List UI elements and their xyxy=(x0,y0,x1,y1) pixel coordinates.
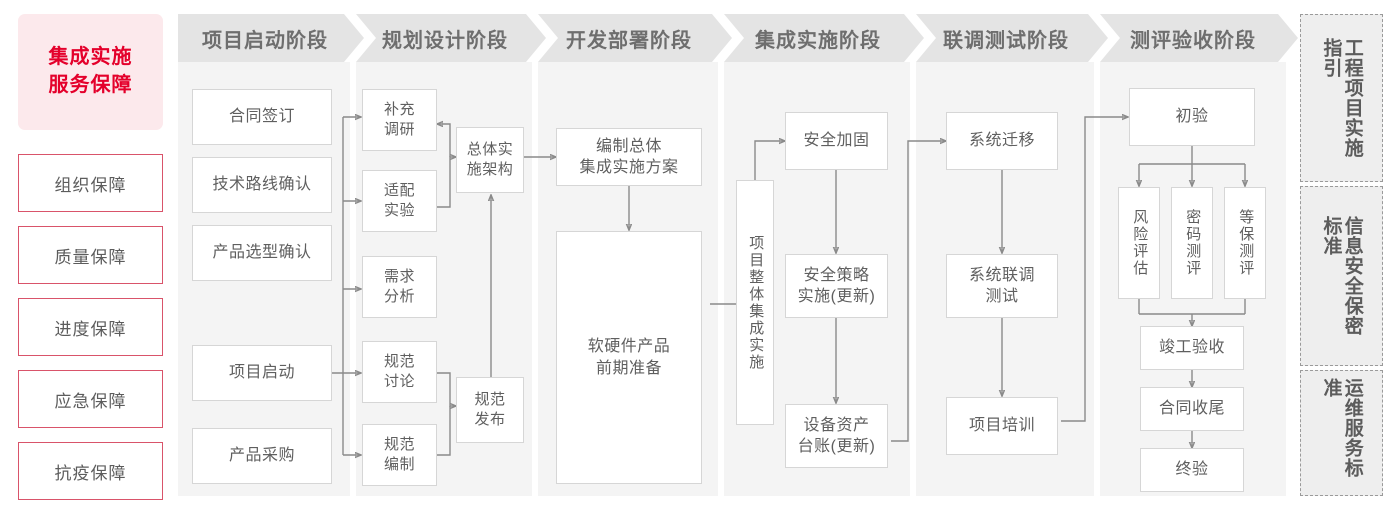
guarantee-item-label: 组织保障 xyxy=(54,175,127,195)
standard-label: 信息安全保密标准 xyxy=(1320,216,1363,336)
guarantee-item-organization[interactable]: 组织保障 xyxy=(18,154,163,212)
node-hardware-software-preparation[interactable]: 软硬件产品 前期准备 xyxy=(556,231,702,484)
node-label: 合同签订 xyxy=(228,108,295,126)
node-label: 技术路线确认 xyxy=(212,176,312,194)
stage-header-label: 联调测试阶段 xyxy=(943,29,1069,52)
node-label: 密码测评 xyxy=(1184,209,1202,277)
stage-header-joint-test: 联调测试阶段 xyxy=(916,14,1108,62)
node-draft-overall-integration-plan[interactable]: 编制总体 集成实施方案 xyxy=(556,128,702,186)
guarantee-item-label: 进度保障 xyxy=(54,319,127,339)
node-spec-drafting[interactable]: 规范 编制 xyxy=(362,424,437,486)
node-overall-implementation-architecture[interactable]: 总体实 施架构 xyxy=(456,127,524,193)
node-final-acceptance[interactable]: 终验 xyxy=(1140,448,1244,492)
node-preliminary-acceptance[interactable]: 初验 xyxy=(1129,88,1255,146)
guarantee-item-epidemic[interactable]: 抗疫保障 xyxy=(18,442,163,500)
node-label: 等保测评 xyxy=(1237,209,1255,277)
node-label: 适配 实验 xyxy=(383,182,415,219)
stage-header-development: 开发部署阶段 xyxy=(538,14,732,62)
node-completion-acceptance[interactable]: 竣工验收 xyxy=(1140,326,1244,370)
node-label: 规范 编制 xyxy=(383,436,415,473)
node-label: 产品选型确认 xyxy=(212,244,312,262)
node-requirement-analysis[interactable]: 需求 分析 xyxy=(362,256,437,318)
standard-information-security-confidentiality[interactable]: 信息安全保密标准 xyxy=(1300,186,1383,366)
node-label: 安全加固 xyxy=(803,132,870,150)
guarantee-item-label: 应急保障 xyxy=(54,391,127,411)
standard-label: 运维服务标准 xyxy=(1320,378,1363,478)
node-label: 项目整体集成实施 xyxy=(747,234,765,371)
node-label: 需求 分析 xyxy=(383,268,415,305)
node-label: 总体实 施架构 xyxy=(466,141,514,178)
node-product-selection-confirm[interactable]: 产品选型确认 xyxy=(192,225,332,281)
guarantee-hero-line-2: 服务保障 xyxy=(48,74,133,96)
stage-header-acceptance: 测评验收阶段 xyxy=(1100,14,1298,62)
node-spec-release[interactable]: 规范 发布 xyxy=(456,377,524,443)
node-label: 项目培训 xyxy=(968,417,1035,435)
node-equipment-asset-ledger[interactable]: 设备资产 台账(更新) xyxy=(785,404,888,468)
node-label: 风险评估 xyxy=(1131,209,1149,277)
guarantee-hero: 集成实施 服务保障 xyxy=(18,14,163,130)
node-label: 产品采购 xyxy=(228,447,295,465)
guarantee-item-quality[interactable]: 质量保障 xyxy=(18,226,163,284)
node-system-joint-debug-test[interactable]: 系统联调 测试 xyxy=(946,254,1058,318)
node-project-kickoff[interactable]: 项目启动 xyxy=(192,345,332,401)
stage-header-label: 集成实施阶段 xyxy=(755,29,881,52)
node-adaptation-experiment[interactable]: 适配 实验 xyxy=(362,170,437,232)
node-overall-project-integration[interactable]: 项目整体集成实施 xyxy=(736,180,774,425)
guarantee-hero-line-1: 集成实施 xyxy=(48,46,133,69)
stage-header-planning: 规划设计阶段 xyxy=(356,14,546,62)
node-spec-discussion[interactable]: 规范 讨论 xyxy=(362,341,437,403)
node-label: 竣工验收 xyxy=(1158,339,1225,357)
standard-engineering-project-guideline[interactable]: 工程项目实施指引 xyxy=(1300,14,1383,182)
node-supplementary-research[interactable]: 补充 调研 xyxy=(362,89,437,151)
guarantee-item-label: 抗疫保障 xyxy=(54,463,127,483)
node-label: 规范 发布 xyxy=(474,391,506,428)
node-risk-assessment[interactable]: 风险评估 xyxy=(1118,187,1160,299)
node-label: 初验 xyxy=(1175,108,1209,126)
standard-label: 工程项目实施指引 xyxy=(1320,38,1363,158)
node-label: 补充 调研 xyxy=(383,101,415,138)
node-label: 软硬件产品 前期准备 xyxy=(587,338,671,377)
stage-header-label: 项目启动阶段 xyxy=(202,29,328,52)
node-label: 系统迁移 xyxy=(968,132,1035,150)
node-label: 规范 讨论 xyxy=(383,353,415,390)
node-label: 系统联调 测试 xyxy=(968,266,1035,305)
stage-header-label: 规划设计阶段 xyxy=(382,29,508,52)
node-label: 合同收尾 xyxy=(1158,400,1225,418)
guarantee-item-emergency[interactable]: 应急保障 xyxy=(18,370,163,428)
guarantee-item-label: 质量保障 xyxy=(54,247,127,267)
stage-header-initiation: 项目启动阶段 xyxy=(178,14,364,62)
node-product-procurement[interactable]: 产品采购 xyxy=(192,428,332,484)
node-security-hardening[interactable]: 安全加固 xyxy=(785,112,888,170)
node-classified-protection-evaluation[interactable]: 等保测评 xyxy=(1224,187,1266,299)
standard-operations-service[interactable]: 运维服务标准 xyxy=(1300,370,1383,496)
node-label: 编制总体 集成实施方案 xyxy=(579,137,679,176)
node-label: 安全策略 实施(更新) xyxy=(797,266,876,305)
node-tech-route-confirm[interactable]: 技术路线确认 xyxy=(192,157,332,213)
guarantee-item-schedule[interactable]: 进度保障 xyxy=(18,298,163,356)
stage-header-integration: 集成实施阶段 xyxy=(724,14,924,62)
node-system-migration[interactable]: 系统迁移 xyxy=(946,112,1058,170)
stage-header-label: 开发部署阶段 xyxy=(566,29,692,52)
node-contract-signing[interactable]: 合同签订 xyxy=(192,89,332,145)
node-contract-closeout[interactable]: 合同收尾 xyxy=(1140,387,1244,431)
node-label: 项目启动 xyxy=(228,364,295,382)
node-security-policy-implementation[interactable]: 安全策略 实施(更新) xyxy=(785,254,888,318)
node-project-training[interactable]: 项目培训 xyxy=(946,397,1058,455)
node-label: 终验 xyxy=(1175,461,1209,479)
node-cryptography-evaluation[interactable]: 密码测评 xyxy=(1171,187,1213,299)
node-label: 设备资产 台账(更新) xyxy=(797,416,876,455)
stage-header-label: 测评验收阶段 xyxy=(1130,29,1256,52)
